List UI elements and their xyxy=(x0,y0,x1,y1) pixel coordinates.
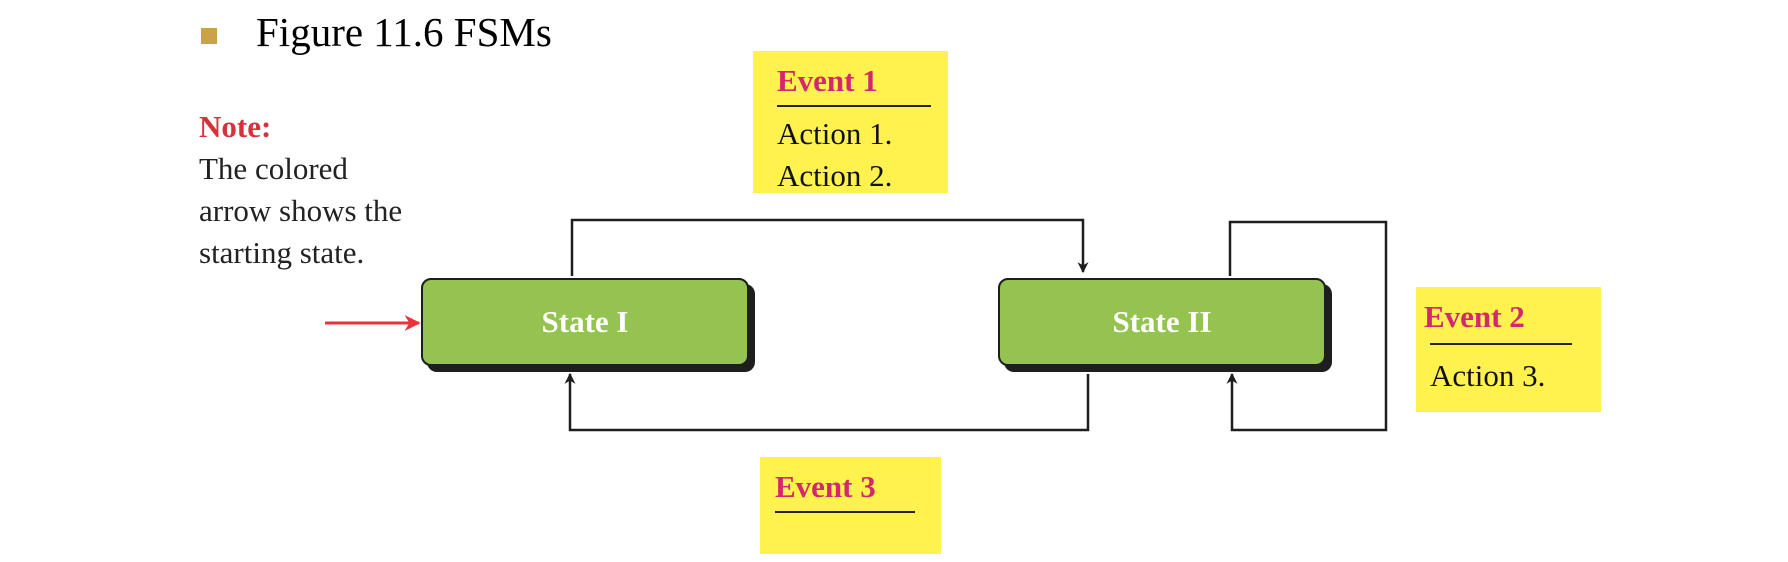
state-2: State II xyxy=(998,278,1326,366)
state-1: State I xyxy=(421,278,749,366)
transition-event2 xyxy=(1226,220,1388,432)
event-divider xyxy=(777,105,931,107)
figure-title: Figure 11.6 FSMs xyxy=(256,9,552,55)
note-line: starting state. xyxy=(199,235,365,270)
event-action: Action 2. xyxy=(777,158,893,193)
event-3-box: Event 3 xyxy=(760,457,941,554)
transition-event3 xyxy=(564,372,1090,432)
event-2-box: Event 2 Action 3. xyxy=(1416,287,1601,412)
bullet-square-icon xyxy=(201,28,217,44)
event-divider xyxy=(775,511,915,513)
event-divider xyxy=(1430,343,1572,345)
event-title: Event 1 xyxy=(777,63,878,98)
note-heading: Note: xyxy=(199,109,272,144)
transition-event1 xyxy=(570,218,1089,276)
event-action: Action 3. xyxy=(1430,358,1546,393)
event-action: Action 1. xyxy=(777,116,893,151)
event-title: Event 3 xyxy=(775,469,876,504)
event-1-box: Event 1 Action 1. Action 2. xyxy=(753,51,948,193)
note-block: Note: The colored arrow shows the starti… xyxy=(199,106,402,274)
note-line: The colored xyxy=(199,151,348,186)
event-title: Event 2 xyxy=(1424,299,1525,334)
note-line: arrow shows the xyxy=(199,193,403,228)
